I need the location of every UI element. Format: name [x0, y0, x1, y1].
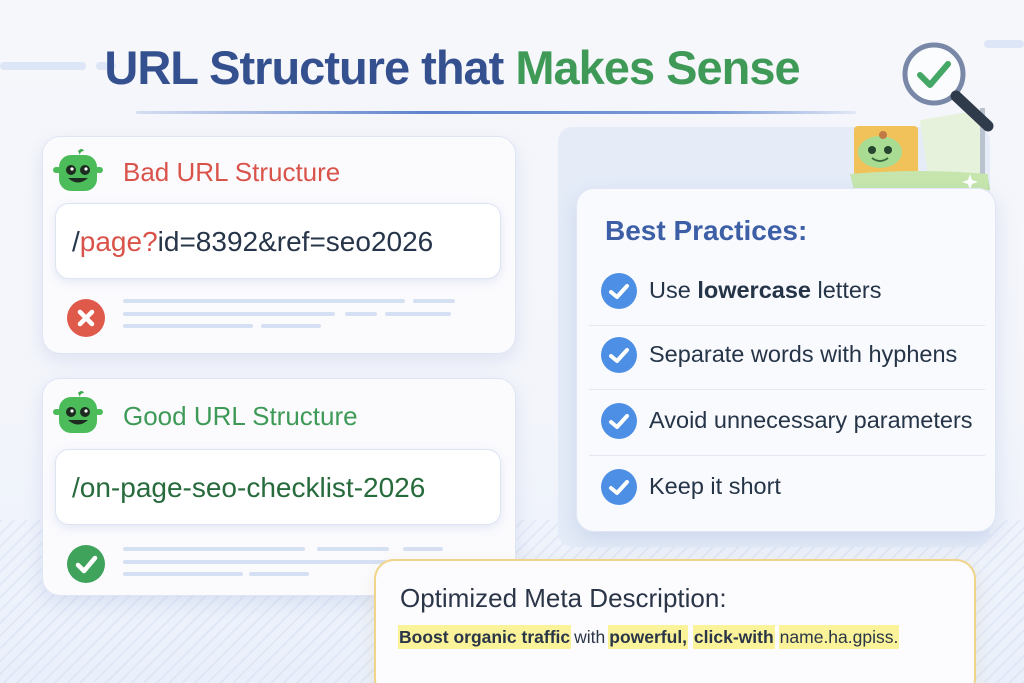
- highlighted-phrase: Boost organic traffic: [398, 625, 572, 649]
- highlighted-phrase: click-with: [692, 625, 775, 649]
- skeleton-line: [123, 312, 335, 316]
- skeleton-line: [345, 312, 377, 316]
- best-practices-card: Best Practices: Use lowercase letters Se…: [576, 188, 996, 532]
- highlighted-phrase: powerful,: [608, 625, 689, 649]
- good-url-card: Good URL Structure /on-page-seo-checklis…: [42, 378, 516, 596]
- divider: [589, 325, 985, 326]
- meta-description-card: Optimized Meta Description: Boost organi…: [374, 559, 976, 683]
- skeleton-line: [123, 572, 243, 576]
- green-robot-mascot-icon: [53, 391, 103, 433]
- skeleton-line: [403, 547, 443, 551]
- best-practice-item: Separate words with hyphens: [577, 323, 997, 389]
- decorative-line: [984, 40, 1024, 48]
- title-underline: [136, 111, 856, 114]
- best-practice-label: Separate words with hyphens: [649, 341, 958, 367]
- divider: [589, 455, 985, 456]
- skeleton-line: [385, 312, 451, 316]
- bad-url-heading: Bad URL Structure: [123, 157, 341, 187]
- skeleton-line: [123, 547, 305, 551]
- green-robot-mascot-icon: [53, 149, 103, 191]
- title-part-1: URL Structure that: [104, 41, 516, 94]
- decorative-line: [0, 62, 86, 70]
- best-practices-title: Best Practices:: [605, 215, 808, 246]
- check-circle-icon: [601, 469, 637, 505]
- best-practice-item: Keep it short: [577, 455, 997, 521]
- check-circle-icon: [67, 545, 105, 583]
- page-title: URL Structure that Makes Sense: [0, 40, 1024, 95]
- check-circle-icon: [601, 403, 637, 439]
- skeleton-line: [261, 324, 321, 328]
- url-query: id=8392&ref=seo2026: [157, 226, 434, 257]
- best-practice-item: Avoid unnecessary parameters: [577, 389, 997, 455]
- label-emphasis: lowercase: [697, 277, 811, 303]
- folder-mascot-illustration-icon: [850, 108, 990, 190]
- phrase-text: name.ha.gpiss.: [779, 627, 899, 647]
- phrase-text: click-with: [693, 627, 774, 647]
- highlighted-phrase: name.ha.gpiss.: [778, 625, 900, 649]
- best-practice-label: Use lowercase letters: [649, 277, 882, 304]
- bad-url-field: /page?id=8392&ref=seo2026: [55, 203, 501, 279]
- phrase-text: Boost organic traffic: [399, 627, 571, 647]
- skeleton-line: [317, 547, 389, 551]
- skeleton-line: [123, 324, 253, 328]
- skeleton-line: [249, 572, 309, 576]
- url-highlight: page?: [79, 226, 158, 257]
- check-circle-icon: [601, 273, 637, 309]
- magnifier-check-icon: [902, 42, 994, 132]
- x-circle-icon: [67, 299, 105, 337]
- phrase-text: powerful,: [609, 627, 688, 647]
- check-circle-icon: [601, 337, 637, 373]
- skeleton-line: [413, 299, 455, 303]
- decorative-line: [96, 62, 116, 70]
- skeleton-line: [123, 560, 387, 564]
- plain-word: with: [574, 627, 606, 647]
- best-practice-item: Use lowercase letters: [577, 259, 997, 325]
- url-slash: /: [72, 226, 80, 257]
- good-url-field: /on-page-seo-checklist-2026: [55, 449, 501, 525]
- best-practice-label: Keep it short: [649, 473, 781, 499]
- best-practice-label: Avoid unnecessary parameters: [649, 407, 973, 433]
- good-url-heading: Good URL Structure: [123, 401, 358, 431]
- meta-description-title: Optimized Meta Description:: [400, 583, 727, 613]
- label-text: Use: [649, 277, 698, 303]
- title-part-2: Makes Sense: [515, 41, 800, 94]
- label-text: letters: [810, 277, 882, 303]
- bad-url-card: Bad URL Structure /page?id=8392&ref=seo2…: [42, 136, 516, 354]
- divider: [589, 389, 985, 390]
- skeleton-line: [123, 299, 405, 303]
